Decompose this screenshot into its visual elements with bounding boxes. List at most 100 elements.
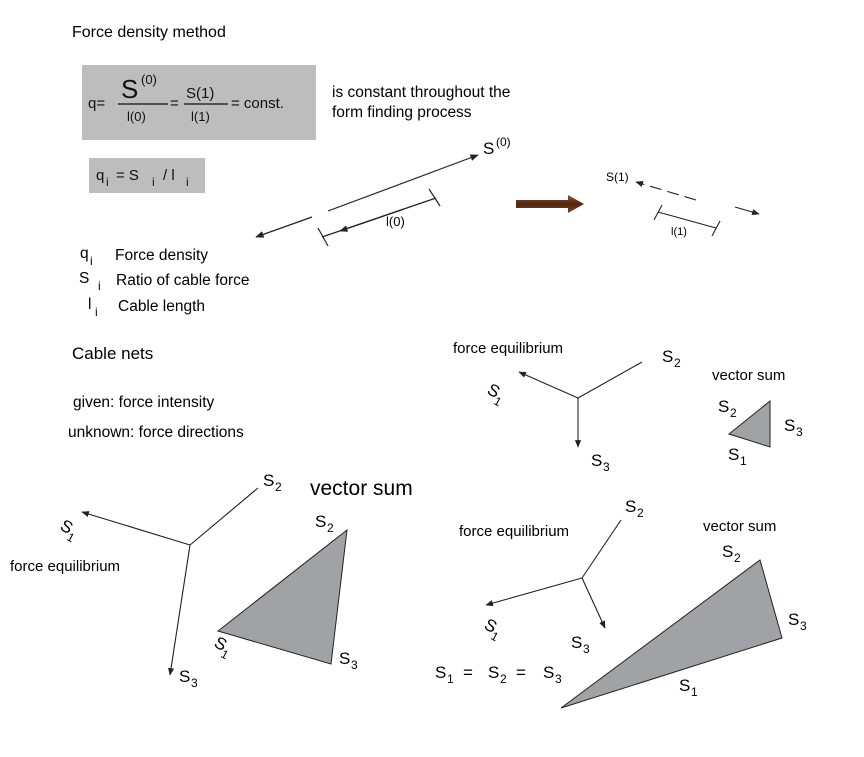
eqn-s3: S (543, 663, 554, 682)
eq-left-s3-label: S (179, 667, 190, 686)
formula-small-box (89, 158, 205, 193)
eqn-s3-sub: 3 (555, 672, 562, 686)
vs-top-s1-label: S (728, 445, 739, 464)
vs-right-s3-label: S (788, 610, 799, 629)
eq-top-vectors (518, 361, 643, 448)
cable-original (255, 154, 479, 247)
vs-left-s3-label: S (339, 649, 350, 668)
vs-top-s1-sub: 1 (740, 454, 747, 468)
cable-s0-label: S (483, 139, 494, 158)
eqn-s1: S (435, 663, 446, 682)
eq-left-s2-label: S (263, 471, 274, 490)
vs-right-s1-sub: 1 (691, 685, 698, 699)
transition-arrow (516, 195, 584, 213)
eq-top-s2-vector (577, 361, 643, 399)
formula-small-slash: / l (163, 167, 175, 184)
formula-s0-sup: (0) (141, 72, 157, 87)
formula-box (82, 65, 316, 140)
legend-label-cable-length: Cable length (118, 298, 205, 315)
deformed-dim (657, 211, 717, 229)
cable-s0-sup: (0) (496, 135, 511, 149)
legend-sub-s: i (98, 279, 101, 293)
vs-left-s2-sub: 2 (327, 521, 334, 535)
eq-left-s2-sub: 2 (275, 480, 282, 494)
eq-right-s3-label: S (571, 633, 582, 652)
equal-forces-equation: S 1 = S 2 = S 3 (435, 663, 562, 686)
eqn-eq2: = (516, 663, 526, 682)
formula-q-eq: q= (88, 95, 105, 112)
vs-right-s2-label: S (722, 542, 733, 561)
vs-right-triangle (560, 559, 783, 709)
deformed-line-lower (734, 206, 760, 216)
formula-small-mid: = S (116, 167, 139, 184)
length-tick-2 (428, 188, 441, 207)
eq-right-s1-label: S 1 (481, 615, 501, 645)
eqn-s2-sub: 2 (500, 672, 507, 686)
eq-right-s3-vector (581, 577, 606, 629)
eq-right-label: force equilibrium (459, 523, 569, 540)
length-arrow (339, 208, 405, 232)
deformed-l1-label: l(1) (671, 226, 687, 238)
formula-eq1: = (170, 95, 179, 112)
deformed-tick-1 (653, 204, 663, 221)
formula-small-q: q (96, 167, 104, 184)
deformed-tick-2 (711, 220, 721, 237)
eq-left-s1-vector (81, 511, 191, 546)
eq-top-s3-label: S (591, 451, 602, 470)
eq-right-s1-vector (485, 577, 583, 607)
eq-right-s2-label: S (625, 497, 636, 516)
vs-top-s3-label: S (784, 416, 795, 435)
cable-nets-unknown: unknown: force directions (68, 424, 244, 441)
eq-left-s1-label: S 1 (57, 516, 77, 546)
formula-small: q i = S i / l i (96, 167, 189, 189)
eq-top-label: force equilibrium (453, 340, 563, 357)
formula-small-s-sub: i (152, 175, 155, 189)
legend-sym-q: q (80, 245, 89, 262)
legend-sub-l: i (95, 305, 98, 319)
legend-sym-l: l (88, 296, 91, 313)
vs-left-triangle (216, 528, 348, 665)
legend-label-force-density: Force density (115, 247, 208, 264)
eq-left-s3-vector (168, 544, 191, 676)
vs-top-s3-sub: 3 (796, 425, 803, 439)
eq-left-vectors (81, 487, 259, 676)
vs-left-s3-sub: 3 (351, 658, 358, 672)
formula-num1: S(1) (186, 85, 214, 102)
eq-left-s2-vector (189, 487, 259, 546)
cable-deformed (635, 181, 760, 237)
formula-eq2: = const. (231, 95, 284, 112)
deformed-s1-label: S(1) (606, 170, 629, 184)
eq-right-s2-vector (581, 519, 622, 579)
length-tick-1 (317, 227, 329, 247)
legend-label-ratio: Ratio of cable force (116, 272, 250, 289)
deformed-line-upper (635, 181, 697, 201)
vs-right-label: vector sum (703, 518, 776, 535)
formula-den0: l(0) (127, 109, 146, 124)
vs-left-s2-label: S (315, 512, 326, 531)
vs-top-s2-label: S (718, 397, 729, 416)
vs-right-s1-label: S (679, 676, 690, 695)
cable-line-upper (327, 154, 479, 212)
legend-sub-q: i (90, 254, 93, 268)
eq-left-s3-sub: 3 (191, 676, 198, 690)
legend-sym-s: S (79, 270, 89, 287)
eq-right-s3-sub: 3 (583, 642, 590, 656)
vs-top-label: vector sum (712, 367, 785, 384)
formula-den1: l(1) (191, 109, 210, 124)
eq-top-s2-label: S (662, 347, 673, 366)
cable-nets-given: given: force intensity (73, 394, 215, 411)
eq-top-s2-sub: 2 (674, 356, 681, 370)
page-title: Force density method (72, 24, 226, 41)
formula-small-q-sub: i (106, 175, 109, 189)
cable-nets-heading: Cable nets (72, 344, 153, 363)
cable-line-lower (255, 216, 313, 238)
vs-right-s3-sub: 3 (800, 619, 807, 633)
vs-top-triangle (727, 399, 771, 448)
formula-note-line2: form finding process (332, 104, 472, 121)
eq-right-vectors (485, 519, 622, 629)
eq-top-s1-label: S 1 (484, 380, 504, 410)
cable-l0-label: l(0) (386, 214, 405, 229)
eqn-s2: S (488, 663, 499, 682)
formula-note-line1: is constant throughout the (332, 84, 510, 101)
